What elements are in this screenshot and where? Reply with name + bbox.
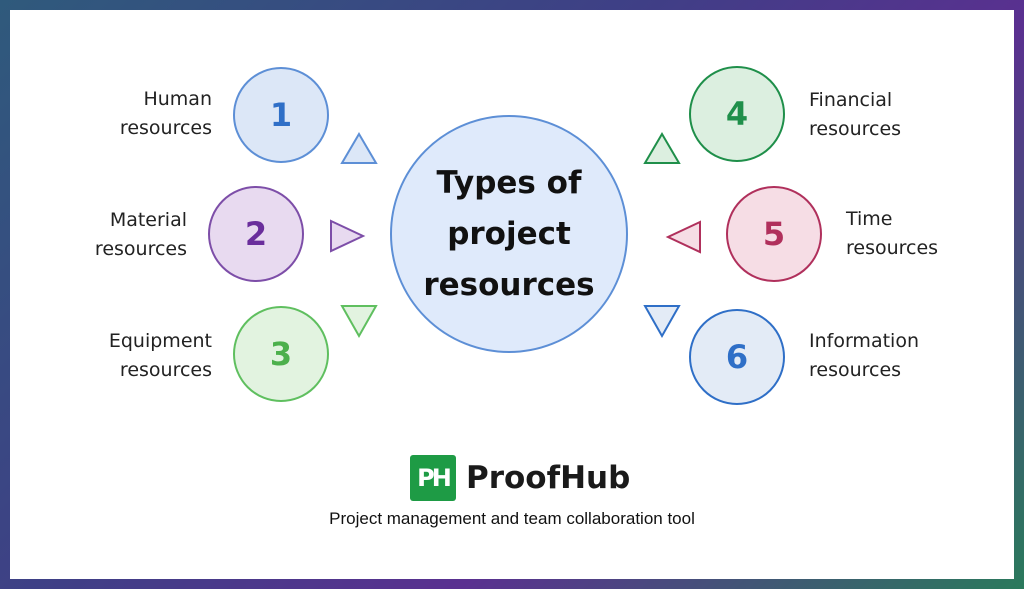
label-human-resources: Human resources: [42, 85, 212, 143]
arrow-1-icon: [340, 132, 378, 164]
label-financial-resources: Financial resources: [809, 86, 979, 144]
arrow-4-icon: [643, 132, 681, 164]
number-circle-1: 1: [233, 67, 329, 163]
label-line2: resources: [809, 359, 902, 381]
brand-name: ProofHub: [466, 460, 631, 496]
number-circle-6: 6: [689, 309, 785, 405]
number-circle-4: 4: [689, 66, 785, 162]
brand-tagline: Project management and team collaboratio…: [329, 509, 695, 528]
center-title: Types of project resources: [423, 164, 595, 303]
proofhub-logo: PH ProofHub: [410, 455, 630, 501]
label-line1: Material: [109, 209, 187, 231]
label-line1: Time: [846, 208, 893, 230]
label-line2: resources: [119, 117, 212, 139]
label-line2: resources: [94, 238, 187, 260]
arrow-5-icon: [665, 220, 701, 254]
label-line1: Financial: [809, 89, 893, 111]
label-time-resources: Time resources: [846, 205, 1016, 263]
label-line1: Information: [809, 330, 919, 352]
label-information-resources: Information resources: [809, 327, 979, 385]
label-line2: resources: [809, 118, 902, 140]
label-line1: Equipment: [108, 330, 212, 352]
proofhub-logo-mark: PH: [410, 455, 456, 501]
arrow-3-icon: [340, 305, 378, 339]
label-material-resources: Material resources: [17, 206, 187, 264]
number-circle-3: 3: [233, 306, 329, 402]
label-equipment-resources: Equipment resources: [42, 327, 212, 385]
number-circle-2: 2: [208, 186, 304, 282]
label-line1: Human: [143, 88, 212, 110]
number-circle-5: 5: [726, 186, 822, 282]
arrow-2-icon: [330, 219, 366, 253]
label-line2: resources: [119, 359, 212, 381]
center-circle: Types of project resources: [390, 115, 628, 353]
arrow-6-icon: [643, 305, 681, 339]
label-line2: resources: [846, 237, 939, 259]
